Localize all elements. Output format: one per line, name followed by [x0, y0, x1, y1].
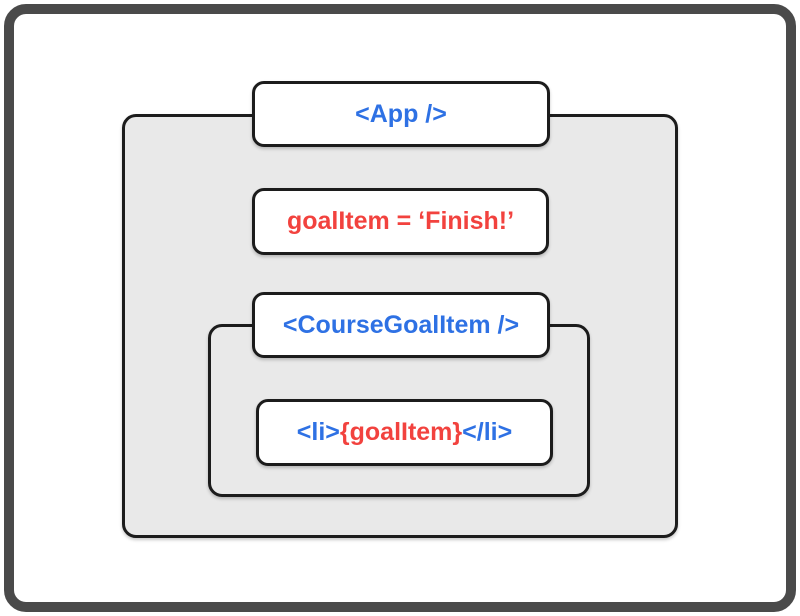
- outer-frame: [4, 4, 796, 612]
- goal-item-state-label: goalItem = ‘Finish!’: [286, 207, 515, 235]
- goal-item-state-box: goalItem = ‘Finish!’: [252, 188, 549, 255]
- app-component-label: <App />: [355, 99, 447, 128]
- course-goal-item-component-box: <CourseGoalItem />: [252, 292, 550, 358]
- li-open-tag-label: <li>: [296, 418, 340, 446]
- goal-item-interpolation-label: {goalItem}: [339, 418, 463, 446]
- li-jsx-output-box: <li>{goalItem}</li>: [256, 399, 553, 466]
- app-component-box: <App />: [252, 81, 550, 147]
- course-goal-item-component-label: <CourseGoalItem />: [282, 310, 520, 339]
- li-close-tag-label: </li>: [462, 418, 513, 446]
